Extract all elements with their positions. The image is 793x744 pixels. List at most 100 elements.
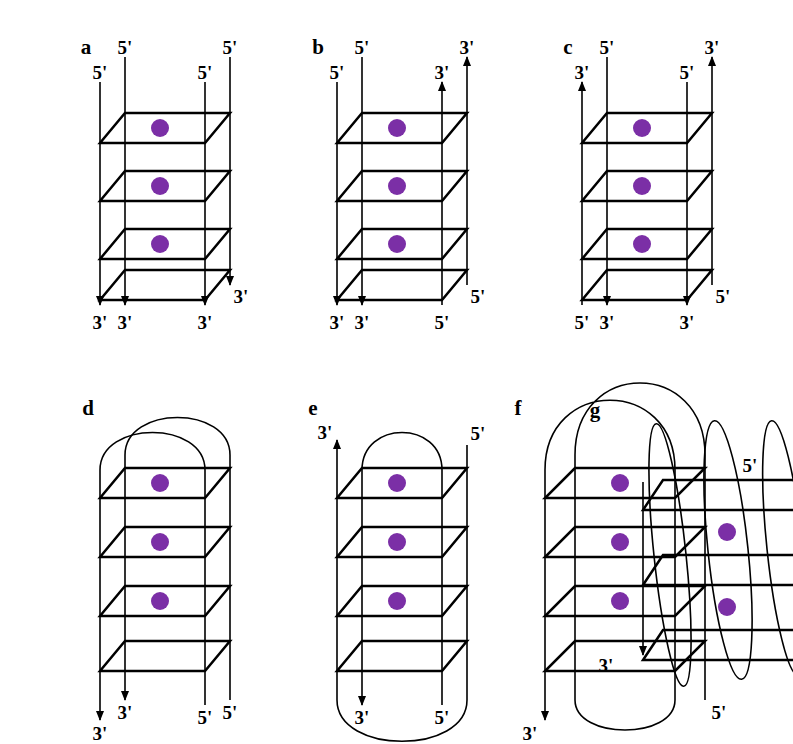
strand-end-label: 5' xyxy=(198,63,213,82)
g-quartet xyxy=(100,171,230,201)
strand-end-label: 5' xyxy=(471,287,486,306)
cation xyxy=(633,177,651,195)
g-quartet xyxy=(545,468,705,498)
g-quartet xyxy=(337,113,467,143)
g-quartet xyxy=(100,641,230,671)
g-quartet xyxy=(337,586,467,616)
cation xyxy=(611,592,629,610)
cation xyxy=(718,598,736,616)
strand-end-label: 3' xyxy=(355,708,370,727)
cation xyxy=(151,474,169,492)
strand xyxy=(337,440,467,741)
strand xyxy=(336,82,338,305)
strand-end-label: 5' xyxy=(716,287,731,306)
cation xyxy=(611,474,629,492)
strand-end-label: 3' xyxy=(234,287,249,306)
panel-letter: g xyxy=(590,400,601,421)
strand-end-label: 5' xyxy=(223,38,238,57)
g-quartet xyxy=(582,113,712,143)
strand xyxy=(545,383,705,730)
strand xyxy=(606,57,608,305)
g-quartet xyxy=(582,229,712,259)
strand-end-label: 3' xyxy=(355,313,370,332)
strand-end-label: 5' xyxy=(743,456,758,475)
cation xyxy=(388,119,406,137)
strand xyxy=(229,57,231,285)
strand-end-label: 5' xyxy=(575,313,590,332)
strand-loop xyxy=(695,419,762,682)
cation xyxy=(388,474,406,492)
cation xyxy=(388,533,406,551)
strand-end-label: 3' xyxy=(460,38,475,57)
panel-letter: e xyxy=(308,398,317,419)
strand-loop xyxy=(640,422,699,688)
g-quartet xyxy=(337,641,467,671)
cation xyxy=(388,177,406,195)
g-quartet xyxy=(100,229,230,259)
g-quartet xyxy=(100,586,230,616)
g-quartet xyxy=(337,270,467,300)
strand-end-label: 3' xyxy=(680,313,695,332)
g-quartet xyxy=(643,480,793,510)
g-quartet xyxy=(100,527,230,557)
strand-end-label: 3' xyxy=(118,313,133,332)
cation xyxy=(718,523,736,541)
g-quartet xyxy=(337,527,467,557)
strand xyxy=(100,433,205,721)
strand xyxy=(581,82,583,305)
cation xyxy=(151,119,169,137)
strand-end-label: 5' xyxy=(330,63,345,82)
g-quartet xyxy=(100,468,230,498)
strand-end-label: 3' xyxy=(93,313,108,332)
strand xyxy=(642,482,644,655)
strand-end-label: 5' xyxy=(198,708,213,727)
strand xyxy=(466,57,468,285)
strand-end-label: 5' xyxy=(435,708,450,727)
cation xyxy=(151,533,169,551)
panel-letter: f xyxy=(515,398,522,419)
strand-end-label: 3' xyxy=(318,423,333,442)
cation xyxy=(151,235,169,253)
strand xyxy=(124,57,126,305)
panel-letter: b xyxy=(312,37,324,58)
strand-end-label: 5' xyxy=(680,63,695,82)
strand-end-label: 5' xyxy=(223,703,238,722)
g-quartet xyxy=(337,171,467,201)
strand xyxy=(362,433,442,706)
strand xyxy=(686,82,688,305)
g-quartet xyxy=(582,171,712,201)
g-quartet xyxy=(337,229,467,259)
strand xyxy=(204,82,206,305)
strand-end-label: 5' xyxy=(93,63,108,82)
cation xyxy=(611,533,629,551)
g-quartet xyxy=(545,527,705,557)
strand-end-label: 3' xyxy=(118,703,133,722)
strand-loop xyxy=(754,419,793,677)
strand-end-label: 3' xyxy=(600,313,615,332)
panel-letter: a xyxy=(81,37,92,58)
strand xyxy=(441,82,443,305)
strand-end-label: 3' xyxy=(330,313,345,332)
strand-end-label: 3' xyxy=(599,656,614,675)
g-quartet xyxy=(100,113,230,143)
g-quartet xyxy=(582,270,712,300)
g-quartet xyxy=(337,468,467,498)
cation xyxy=(633,119,651,137)
strand xyxy=(361,57,363,305)
strand-end-label: 3' xyxy=(575,63,590,82)
panel-letter: d xyxy=(82,398,94,419)
g-quartet xyxy=(100,270,230,300)
strand-end-label: 3' xyxy=(435,63,450,82)
strand-end-label: 3' xyxy=(523,724,538,743)
cation xyxy=(633,235,651,253)
strand xyxy=(125,418,230,701)
strand-end-label: 3' xyxy=(93,724,108,743)
cation xyxy=(151,592,169,610)
strand-end-label: 5' xyxy=(600,38,615,57)
strand-end-label: 5' xyxy=(471,424,486,443)
strand-end-label: 5' xyxy=(118,38,133,57)
strand xyxy=(99,82,101,305)
strand-end-label: 5' xyxy=(355,38,370,57)
